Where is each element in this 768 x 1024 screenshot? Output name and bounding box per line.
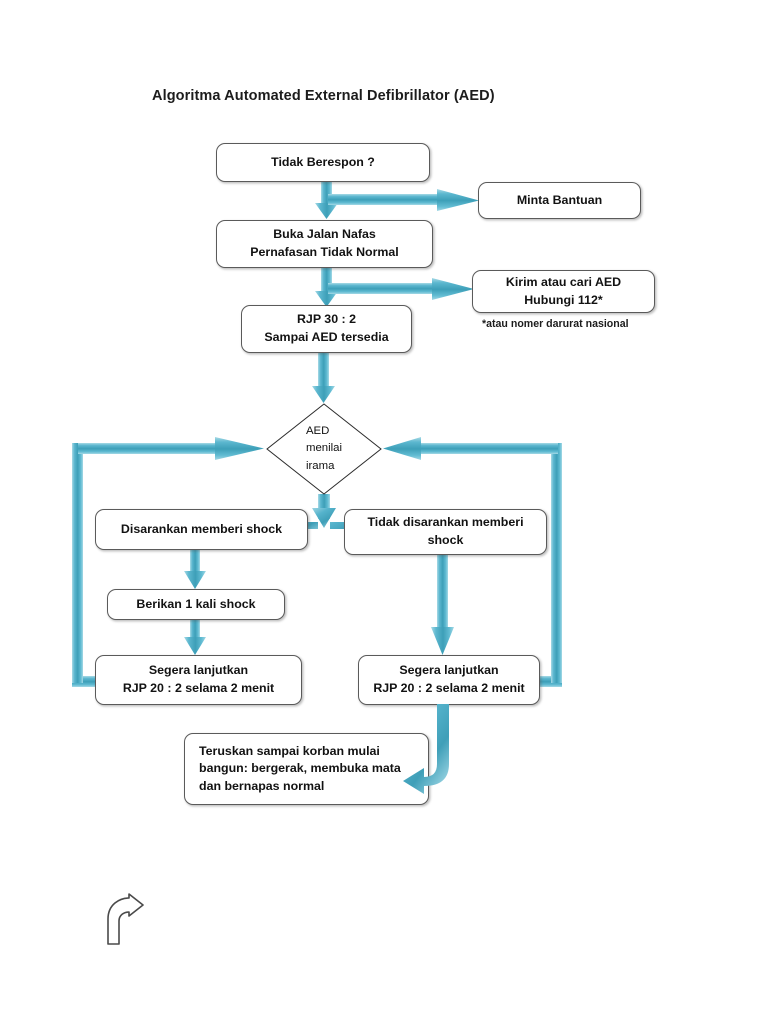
connector-n9-to-n10 <box>184 619 206 655</box>
page-title: Algoritma Automated External Defibrillat… <box>152 88 495 104</box>
connector-n3-to-kirim-aed <box>328 278 474 300</box>
curved-elbow-arrow-icon <box>107 893 144 945</box>
node-tidak-berespon: Tidak Berespon ? <box>216 143 430 182</box>
connector-n7-to-n9 <box>184 549 206 589</box>
node-berikan-1-kali-shock: Berikan 1 kali shock <box>107 589 285 620</box>
connector-n1-to-n3 <box>315 181 338 219</box>
connector-loop-left-to-diamond <box>72 437 264 687</box>
diamond-shape <box>266 403 382 495</box>
node-disarankan-shock: Disarankan memberi shock <box>95 509 308 550</box>
connector-n8-to-n11 <box>431 554 454 655</box>
connector-n11-to-n12 <box>403 704 449 794</box>
connector-n3-to-n5 <box>315 267 338 307</box>
connector-n5-to-diamond <box>312 352 335 403</box>
node-minta-bantuan: Minta Bantuan <box>478 182 641 219</box>
connector-loop-right-to-diamond <box>383 437 562 687</box>
connector-n1-to-minta-bantuan <box>328 189 479 211</box>
footnote-darurat-nasional: *atau nomer darurat nasional <box>482 318 629 330</box>
